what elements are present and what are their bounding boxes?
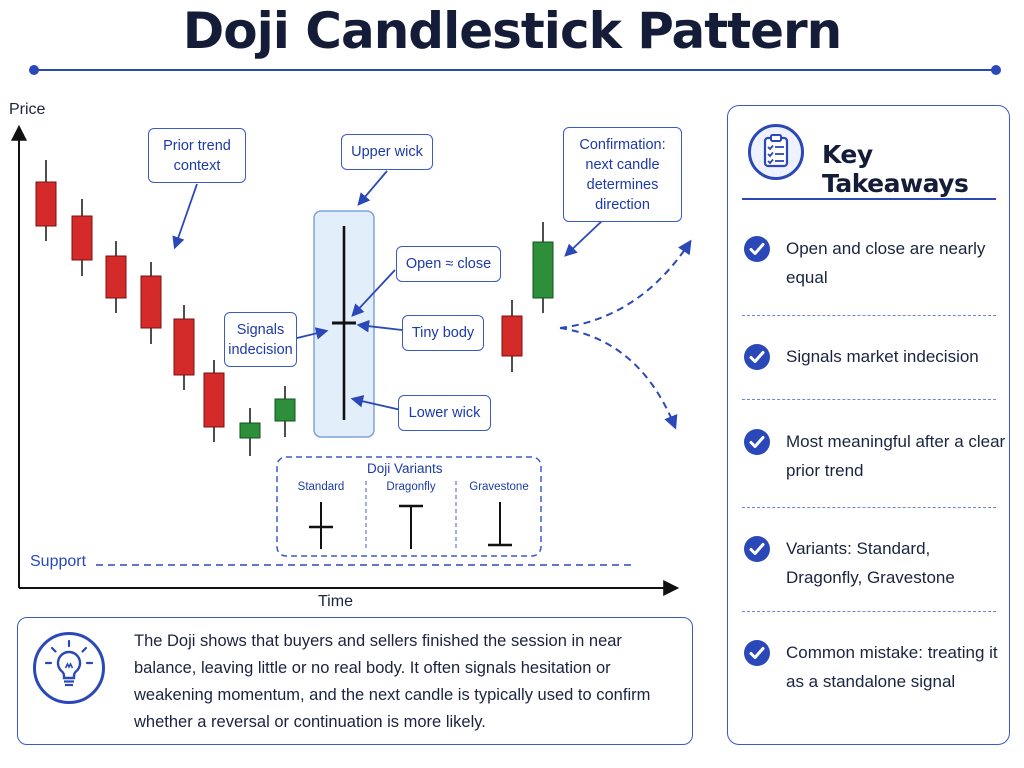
variant-label-standard: Standard bbox=[297, 481, 345, 493]
candle-confirm-bull bbox=[532, 222, 554, 313]
candle-next-bear bbox=[501, 300, 523, 372]
takeaway-text: Signals market indecision bbox=[786, 347, 979, 366]
takeaway-separator bbox=[742, 399, 996, 400]
prior-trend-pointer bbox=[172, 183, 198, 250]
check-circle-icon bbox=[744, 236, 770, 262]
check-circle-icon bbox=[744, 536, 770, 562]
variant-label-gravestone: Gravestone bbox=[469, 481, 529, 493]
tiny-body-pointer bbox=[356, 319, 403, 333]
takeaway-separator bbox=[742, 507, 996, 508]
callout-confirmation: Confirmation: next candle determines dir… bbox=[563, 127, 682, 222]
lower-wick-pointer bbox=[350, 395, 402, 411]
upper-wick-pointer bbox=[357, 170, 388, 206]
callout-signals-indecision: Signals indecision bbox=[224, 312, 297, 367]
candle-6 bbox=[203, 360, 225, 442]
y-axis-label: Price bbox=[9, 101, 46, 118]
check-circle-icon bbox=[744, 429, 770, 455]
open-close-pointer bbox=[351, 269, 396, 317]
clipboard-checklist-icon bbox=[748, 124, 804, 180]
key-takeaways-panel: Key Takeaways Open and close are nearly … bbox=[727, 105, 1010, 745]
variant-standard-glyph bbox=[309, 502, 333, 549]
candle-4 bbox=[140, 262, 162, 344]
takeaway-separator bbox=[742, 611, 996, 612]
support-label: Support bbox=[30, 553, 87, 570]
candlestick-diagram bbox=[11, 124, 692, 596]
variant-gravestone-glyph bbox=[488, 502, 512, 547]
candle-7 bbox=[239, 408, 261, 456]
page-title: Doji Candlestick Pattern bbox=[182, 2, 843, 60]
branch-down-arrow bbox=[559, 327, 678, 430]
callout-lower-wick: Lower wick bbox=[398, 395, 491, 431]
candle-2 bbox=[71, 199, 93, 276]
takeaway-text: Most meaningful after a clear prior tren… bbox=[786, 432, 1006, 480]
candle-5 bbox=[173, 305, 195, 390]
summary-panel: The Doji shows that buyers and sellers f… bbox=[17, 617, 693, 745]
variants-title: Doji Variants bbox=[367, 461, 443, 476]
variant-label-dragonfly: Dragonfly bbox=[386, 481, 436, 493]
takeaway-text: Common mistake: treating it as a standal… bbox=[786, 643, 998, 691]
key-takeaways-rule bbox=[742, 198, 996, 200]
check-circle-icon bbox=[744, 344, 770, 370]
callout-upper-wick: Upper wick bbox=[341, 134, 433, 170]
variant-dragonfly-glyph bbox=[399, 504, 423, 549]
candle-3 bbox=[105, 241, 127, 313]
summary-text: The Doji shows that buyers and sellers f… bbox=[134, 632, 651, 731]
callout-prior-trend: Prior trend context bbox=[148, 128, 246, 183]
signals-pointer bbox=[292, 327, 329, 340]
divider-dot-right bbox=[991, 65, 1001, 75]
candle-8 bbox=[274, 386, 296, 437]
divider-dot-left bbox=[29, 65, 39, 75]
takeaway-text: Variants: Standard, Dragonfly, Graveston… bbox=[786, 539, 955, 587]
takeaway-text: Open and close are nearly equal bbox=[786, 239, 986, 287]
callout-tiny-body: Tiny body bbox=[402, 315, 484, 351]
check-circle-icon bbox=[744, 640, 770, 666]
callout-open-close: Open ≈ close bbox=[396, 246, 501, 282]
candle-1 bbox=[35, 160, 57, 241]
x-axis-label: Time bbox=[318, 593, 353, 610]
key-takeaways-title: Key Takeaways bbox=[822, 140, 969, 198]
branch-up-arrow bbox=[559, 239, 692, 329]
title-divider bbox=[34, 69, 996, 71]
takeaway-separator bbox=[742, 315, 996, 316]
confirmation-pointer bbox=[564, 219, 604, 257]
lightbulb-icon bbox=[33, 632, 105, 704]
